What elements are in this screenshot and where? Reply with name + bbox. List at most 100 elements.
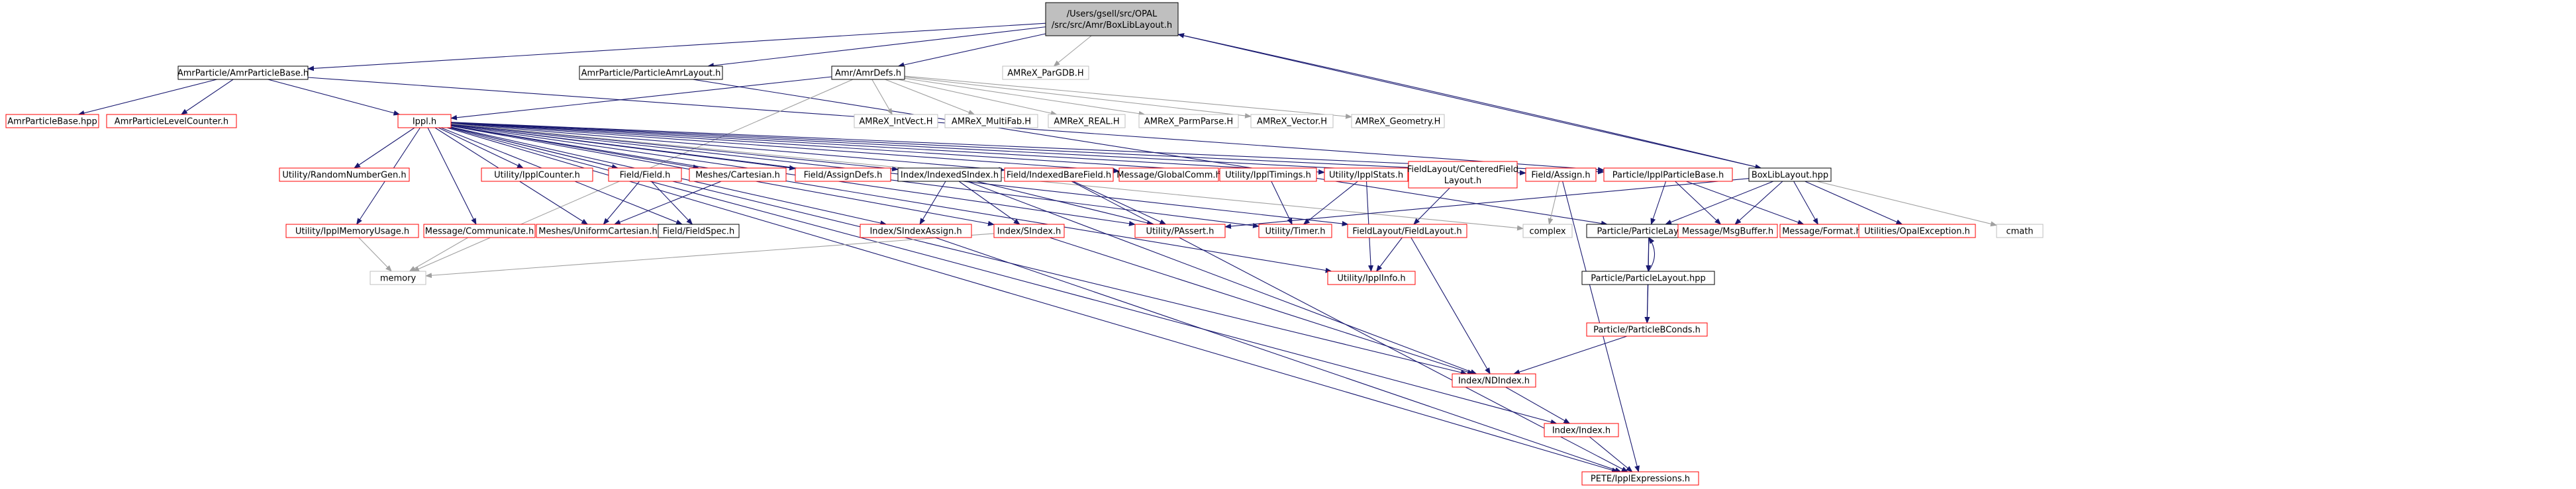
node-uniformcartesian_h[interactable]: Meshes/UniformCartesian.h	[536, 224, 660, 238]
node-assign_h[interactable]: Field/Assign.h	[1525, 167, 1597, 182]
node-indexedsindex_h[interactable]: Index/IndexedSIndex.h	[897, 167, 1002, 182]
edge-particleamrlayout_h-to-particlelayout_h	[692, 79, 1608, 226]
edge-boxliblayout_hpp-to-cmath	[1816, 181, 1997, 227]
node-ndindex_h[interactable]: Index/NDIndex.h	[1452, 373, 1536, 388]
node-box	[1351, 114, 1445, 128]
node-label: Field/FieldSpec.h	[663, 227, 734, 237]
node-field_h[interactable]: Field/Field.h	[608, 167, 682, 182]
node-opalexception_h[interactable]: Utilities/OpalException.h	[1858, 224, 1976, 238]
node-parmparse_h[interactable]: AMReX_ParmParse.H	[1138, 114, 1239, 128]
node-label: AmrParticleBase.hpp	[7, 117, 97, 127]
edge-ippl_h-to-randomnumbergen_h	[354, 127, 415, 169]
edge-particlelayout_hpp-to-particlebconds_h	[1644, 284, 1650, 324]
edge-index_h-to-ipplexpressions_h	[1589, 436, 1633, 472]
node-communicate_h[interactable]: Message/Communicate.h	[423, 224, 536, 238]
node-index_h[interactable]: Index/Index.h	[1544, 423, 1619, 437]
node-label: Index/Index.h	[1552, 426, 1610, 436]
node-particleamrlayout_h[interactable]: AmrParticle/ParticleAmrLayout.h	[579, 66, 723, 80]
node-root[interactable]: /Users/gsell/src/OPAL/src/src/Amr/BoxLib…	[1045, 2, 1179, 36]
edge-ippl_h-to-ippltimings_h	[450, 122, 1220, 174]
node-label: AMReX_ParGDB.H	[1007, 69, 1083, 79]
node-label: Message/Format.h	[1782, 227, 1861, 237]
node-particlelayout_hpp[interactable]: Particle/ParticleLayout.hpp	[1581, 271, 1715, 285]
node-particlebconds_h[interactable]: Particle/ParticleBConds.h	[1586, 322, 1708, 337]
node-ipplstats_h[interactable]: Utility/IpplStats.h	[1324, 167, 1409, 182]
node-real_h[interactable]: AMReX_REAL.H	[1048, 114, 1126, 128]
node-box	[1544, 423, 1619, 437]
node-box	[993, 224, 1065, 238]
node-label: Utility/Timer.h	[1265, 227, 1326, 237]
node-label: Field/AssignDefs.h	[804, 171, 883, 181]
node-ipplmemoryusage_h[interactable]: Utility/IpplMemoryUsage.h	[285, 224, 419, 238]
node-label: BoxLibLayout.hpp	[1752, 171, 1828, 181]
node-format_h[interactable]: Message/Format.h	[1779, 224, 1864, 238]
node-amrdefs_h[interactable]: Amr/AmrDefs.h	[831, 66, 905, 80]
node-indexedbarefield_h[interactable]: Field/IndexedBareField.h	[1004, 167, 1114, 182]
node-ippltimings_h[interactable]: Utility/IpplTimings.h	[1219, 167, 1317, 182]
node-globalcomm_h[interactable]: Message/GlobalComm.h	[1116, 167, 1221, 182]
node-cartesian_h[interactable]: Meshes/Cartesian.h	[689, 167, 787, 182]
edge-amrparticlebase_h-to-amrparticlebase_hpp	[77, 79, 217, 116]
edge-centeredfieldlayout_h-to-fieldlayout_h	[1413, 187, 1450, 225]
node-ipplparticlebase_h[interactable]: Particle/IpplParticleBase.h	[1603, 167, 1733, 182]
edge-ippltimings_h-to-timer_h	[1271, 181, 1293, 225]
node-label: Ippl.h	[413, 117, 436, 127]
node-ipplcounter_h[interactable]: Utility/IpplCounter.h	[481, 167, 593, 182]
node-vector_h[interactable]: AMReX_Vector.H	[1250, 114, 1334, 128]
node-passert_h[interactable]: Utility/PAssert.h	[1134, 224, 1226, 238]
node-amrparticlebase_hpp[interactable]: AmrParticleBase.hpp	[5, 114, 99, 128]
node-label: AMReX_ParmParse.H	[1144, 117, 1233, 127]
node-label: Particle/IpplParticleBase.h	[1612, 171, 1724, 181]
edge-root-to-amrdefs_h	[897, 33, 1046, 67]
node-amrparticlebase_h[interactable]: AmrParticle/AmrParticleBase.h	[177, 66, 309, 80]
node-intvect_h[interactable]: AMReX_IntVect.H	[854, 114, 938, 128]
node-label: Field/IndexedBareField.h	[1007, 171, 1111, 181]
node-timer_h[interactable]: Utility/Timer.h	[1258, 224, 1332, 238]
node-label: complex	[1529, 227, 1565, 237]
node-box	[1138, 114, 1239, 128]
node-box	[1581, 271, 1715, 285]
node-memory[interactable]: memory	[370, 271, 426, 285]
node-multifab_h[interactable]: AMReX_MultiFab.H	[944, 114, 1038, 128]
node-box	[481, 167, 593, 182]
node-label: Utility/IpplCounter.h	[494, 171, 580, 181]
node-geometry_h[interactable]: AMReX_Geometry.H	[1351, 114, 1445, 128]
edge-amrdefs_h-to-multifab_h	[885, 79, 975, 115]
node-amrparticlelevelcounter_h[interactable]: AmrParticleLevelCounter.h	[106, 114, 237, 128]
node-ippl_h[interactable]: Ippl.h	[397, 114, 452, 128]
edge-amrdefs_h-to-intvect_h	[871, 79, 893, 115]
node-pargdb_h[interactable]: AMReX_ParGDB.H	[1002, 66, 1089, 80]
node-sindexassign_h[interactable]: Index/SIndexAssign.h	[860, 224, 972, 238]
node-box	[1002, 66, 1089, 80]
node-label: AmrParticle/AmrParticleBase.h	[177, 69, 309, 79]
node-box	[1004, 167, 1114, 182]
edge-ippl_h-to-communicate_h	[427, 127, 477, 225]
node-boxliblayout_hpp[interactable]: BoxLibLayout.hpp	[1748, 167, 1832, 182]
node-label: Amr/AmrDefs.h	[835, 69, 901, 79]
node-cmath[interactable]: cmath	[1996, 224, 2044, 238]
edge-ipplparticlebase_h-to-particlelayout_h	[1650, 181, 1667, 225]
node-label: /Users/gsell/src/OPAL	[1067, 9, 1158, 19]
node-fieldlayout_h[interactable]: FieldLayout/FieldLayout.h	[1347, 224, 1467, 238]
edge-indexedsindex_h-to-sindex_h	[958, 181, 1020, 225]
edge-boxliblayout_hpp-to-msgbuffer_h	[1734, 181, 1783, 225]
node-fieldspec_h[interactable]: Field/FieldSpec.h	[658, 224, 740, 238]
edge-ippl_h-to-ndindex_h	[450, 127, 1467, 375]
node-complex[interactable]: complex	[1522, 224, 1573, 238]
node-box	[1677, 224, 1778, 238]
node-box	[1045, 2, 1179, 36]
node-sindex_h[interactable]: Index/SIndex.h	[993, 224, 1065, 238]
node-ipplinfo_h[interactable]: Utility/IpplInfo.h	[1327, 271, 1416, 285]
node-ipplexpressions_h[interactable]: PETE/IpplExpressions.h	[1581, 471, 1699, 486]
edge-cartesian_h-to-uniformcartesian_h	[613, 181, 722, 225]
edge-ipplparticlebase_h-to-format_h	[1686, 181, 1805, 225]
node-msgbuffer_h[interactable]: Message/MsgBuffer.h	[1677, 224, 1778, 238]
node-randomnumbergen_h[interactable]: Utility/RandomNumberGen.h	[279, 167, 410, 182]
node-assigndefs_h[interactable]: Field/AssignDefs.h	[795, 167, 891, 182]
node-box	[795, 167, 891, 182]
node-box	[1134, 224, 1226, 238]
edge-root-to-amrparticlebase_h	[307, 22, 1046, 71]
edge-ippl_h-to-centeredfieldlayout_h	[450, 122, 1409, 175]
